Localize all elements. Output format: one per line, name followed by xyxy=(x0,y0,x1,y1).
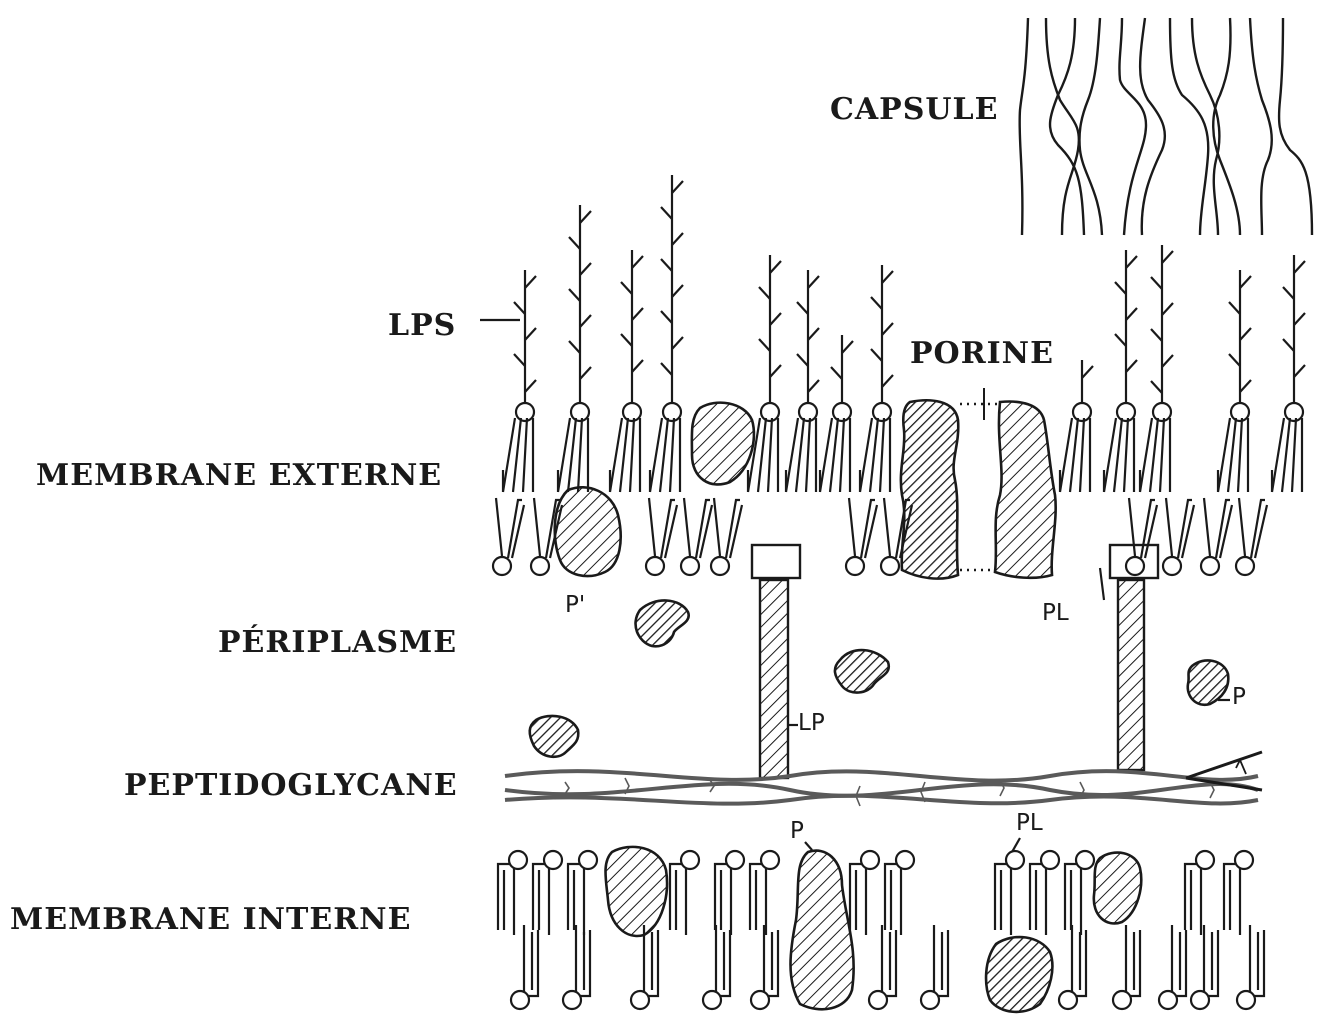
phospholipid xyxy=(670,851,699,935)
lps-molecule xyxy=(786,270,819,492)
label-p-inner: P xyxy=(790,818,804,844)
periplasmic-protein xyxy=(636,600,689,646)
phospholipid xyxy=(681,498,712,575)
phospholipid xyxy=(703,925,730,1009)
phospholipid xyxy=(1236,498,1267,575)
label-p-prime: P' xyxy=(565,592,585,618)
phospholipid xyxy=(563,925,590,1009)
label-porine: PORINE xyxy=(910,336,1054,371)
phospholipid xyxy=(869,925,896,1009)
phospholipid xyxy=(885,851,914,935)
phospholipid xyxy=(1065,851,1094,935)
phospholipid xyxy=(1191,925,1218,1009)
membrane-protein xyxy=(1094,853,1141,924)
phospholipid xyxy=(751,925,778,1009)
lipoprotein-anchors xyxy=(752,545,1158,778)
membrane-protein xyxy=(986,937,1052,1012)
phospholipid xyxy=(568,851,597,935)
lps-molecule xyxy=(1104,250,1137,492)
lps-molecule xyxy=(650,175,683,492)
lps-molecule xyxy=(1060,360,1093,492)
phospholipid xyxy=(1126,498,1157,575)
phospholipid xyxy=(1059,925,1086,1009)
lipoprotein-lp-right xyxy=(1118,580,1144,770)
phospholipid xyxy=(1113,925,1140,1009)
membrane-protein xyxy=(606,847,668,936)
phospholipid xyxy=(1159,925,1186,1009)
periplasmic-protein xyxy=(835,650,889,693)
phospholipid xyxy=(631,925,658,1009)
phospholipid xyxy=(1163,498,1194,575)
phospholipid xyxy=(1185,851,1214,935)
periplasmic-protein xyxy=(1188,660,1229,704)
porin-left xyxy=(901,400,958,578)
phospholipid xyxy=(850,851,879,935)
membrane-protein xyxy=(555,487,621,576)
lps-molecule xyxy=(503,270,536,492)
porin-right xyxy=(995,402,1056,578)
label-p-right: P xyxy=(1232,684,1246,710)
label-capsule: CAPSULE xyxy=(830,92,999,127)
peptidoglycan-layer xyxy=(505,752,1262,806)
phospholipid xyxy=(750,851,779,935)
label-lps: LPS xyxy=(388,308,456,343)
phospholipid xyxy=(1030,851,1059,935)
label-pl-outer: PL xyxy=(1042,600,1069,626)
label-periplasme: PÉRIPLASME xyxy=(218,625,457,660)
lps-molecule xyxy=(610,250,643,492)
lps-molecule xyxy=(748,255,781,492)
label-pl-inner: PL xyxy=(1016,810,1043,836)
membrane-protein xyxy=(692,403,754,485)
phospholipid xyxy=(995,851,1024,935)
label-membrane-externe: MEMBRANE EXTERNE xyxy=(36,458,442,493)
phospholipid xyxy=(1224,851,1253,935)
capsule-strands xyxy=(1020,18,1312,235)
lps-molecule xyxy=(558,205,591,492)
phospholipid xyxy=(533,851,562,935)
lps-molecule xyxy=(1218,270,1251,492)
phospholipid xyxy=(498,851,527,935)
phospholipid xyxy=(646,498,677,575)
membrane-protein-p xyxy=(791,851,854,1010)
phospholipid xyxy=(921,925,948,1009)
label-membrane-interne: MEMBRANE INTERNE xyxy=(10,902,411,937)
label-lp: LP xyxy=(798,710,825,736)
lipoprotein-lp-left xyxy=(760,580,788,778)
label-peptidoglycane: PEPTIDOGLYCANE xyxy=(124,768,458,803)
periplasmic-protein xyxy=(530,716,579,757)
phospholipid xyxy=(711,498,742,575)
lps-molecule xyxy=(1140,245,1173,492)
phospholipid xyxy=(715,851,744,935)
lps-molecule xyxy=(860,265,893,492)
phospholipid xyxy=(1201,498,1232,575)
lps-molecule xyxy=(820,335,853,492)
phospholipid xyxy=(1237,925,1264,1009)
lps-molecule xyxy=(1272,255,1305,492)
phospholipid xyxy=(511,925,538,1009)
phospholipid xyxy=(493,498,524,575)
phospholipid xyxy=(846,498,877,575)
